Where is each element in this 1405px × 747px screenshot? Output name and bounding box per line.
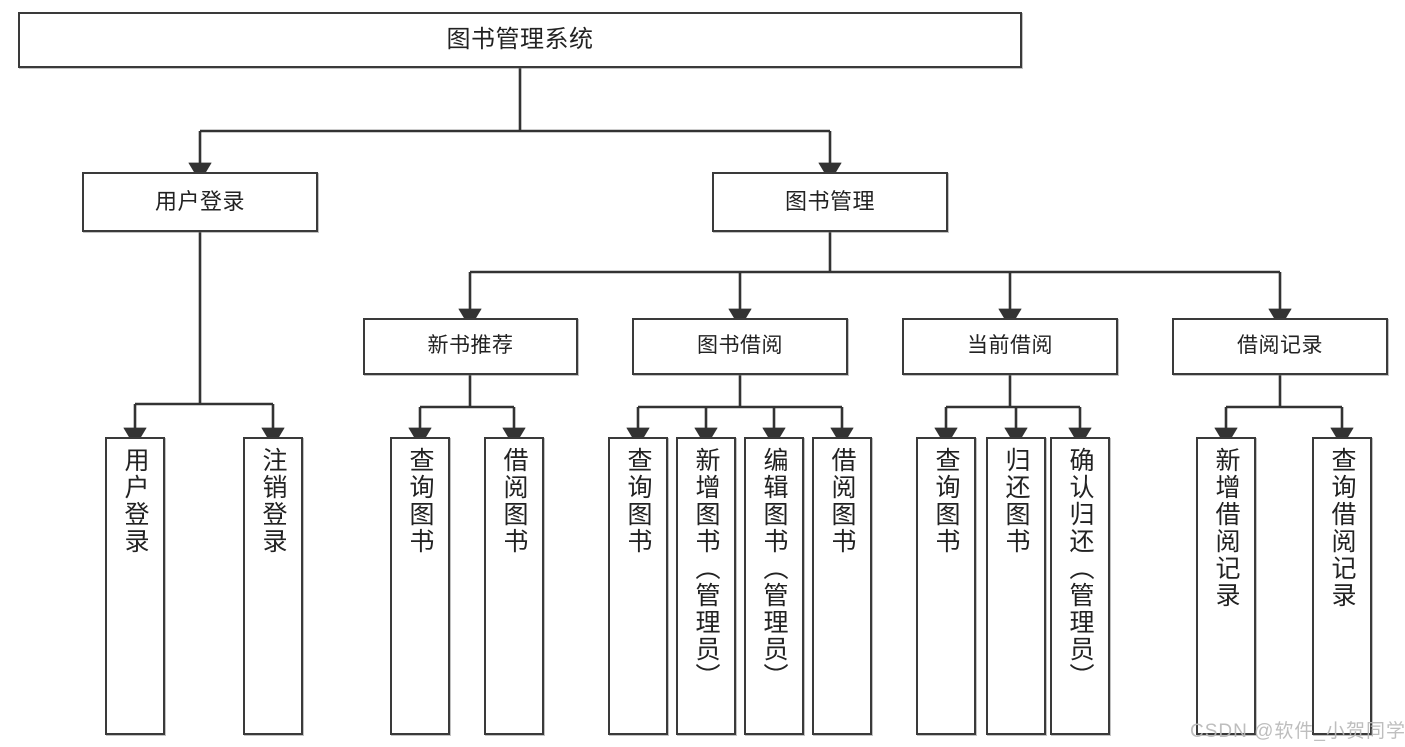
node-label: 新增图书（管理员）: [692, 447, 720, 690]
node-label: 借阅记录: [1237, 334, 1323, 358]
node-label: 注销登录: [259, 447, 287, 555]
node-leaf-query-record[interactable]: 查询借阅记录: [1312, 437, 1372, 735]
node-label: 图书借阅: [697, 334, 783, 358]
node-label: 新增借阅记录: [1212, 447, 1240, 609]
node-leaf-query-book[interactable]: 查询图书: [608, 437, 668, 735]
connector-lines: [123, 68, 1354, 448]
node-leaf-borrow-book[interactable]: 借阅图书: [812, 437, 872, 735]
node-label: 图书管理: [784, 189, 875, 215]
node-leaf-borrow-book-rec[interactable]: 借阅图书: [484, 437, 544, 735]
node-leaf-return-book[interactable]: 归还图书: [986, 437, 1046, 735]
node-leaf-user-login[interactable]: 用户登录: [105, 437, 165, 735]
node-label: 查询借阅记录: [1328, 447, 1356, 609]
node-label: 当前借阅: [967, 334, 1053, 358]
node-book-manage[interactable]: 图书管理: [712, 172, 948, 232]
node-label: 归还图书: [1002, 447, 1030, 555]
node-leaf-query-book-rec[interactable]: 查询图书: [390, 437, 450, 735]
node-leaf-user-logout[interactable]: 注销登录: [243, 437, 303, 735]
node-root[interactable]: 图书管理系统: [18, 12, 1022, 68]
node-label: 借阅图书: [828, 447, 856, 555]
node-label: 借阅图书: [500, 447, 528, 555]
node-leaf-add-book[interactable]: 新增图书（管理员）: [676, 437, 736, 735]
node-label: 用户登录: [154, 189, 245, 215]
node-label: 图书管理系统: [446, 26, 594, 54]
node-label: 查询图书: [624, 447, 652, 555]
node-new-book-recommend[interactable]: 新书推荐: [363, 318, 578, 375]
node-borrow-record[interactable]: 借阅记录: [1172, 318, 1388, 375]
node-leaf-edit-book[interactable]: 编辑图书（管理员）: [744, 437, 804, 735]
node-leaf-confirm-return[interactable]: 确认归还（管理员）: [1050, 437, 1110, 735]
node-current-borrow[interactable]: 当前借阅: [902, 318, 1118, 375]
node-label: 编辑图书（管理员）: [760, 447, 788, 690]
node-label: 确认归还（管理员）: [1066, 447, 1094, 690]
node-label: 查询图书: [406, 447, 434, 555]
node-user-login[interactable]: 用户登录: [82, 172, 318, 232]
node-book-borrow[interactable]: 图书借阅: [632, 318, 848, 375]
node-label: 新书推荐: [427, 334, 514, 358]
node-label: 查询图书: [932, 447, 960, 555]
node-leaf-add-record[interactable]: 新增借阅记录: [1196, 437, 1256, 735]
node-label: 用户登录: [121, 447, 149, 555]
node-leaf-query-book-cur[interactable]: 查询图书: [916, 437, 976, 735]
